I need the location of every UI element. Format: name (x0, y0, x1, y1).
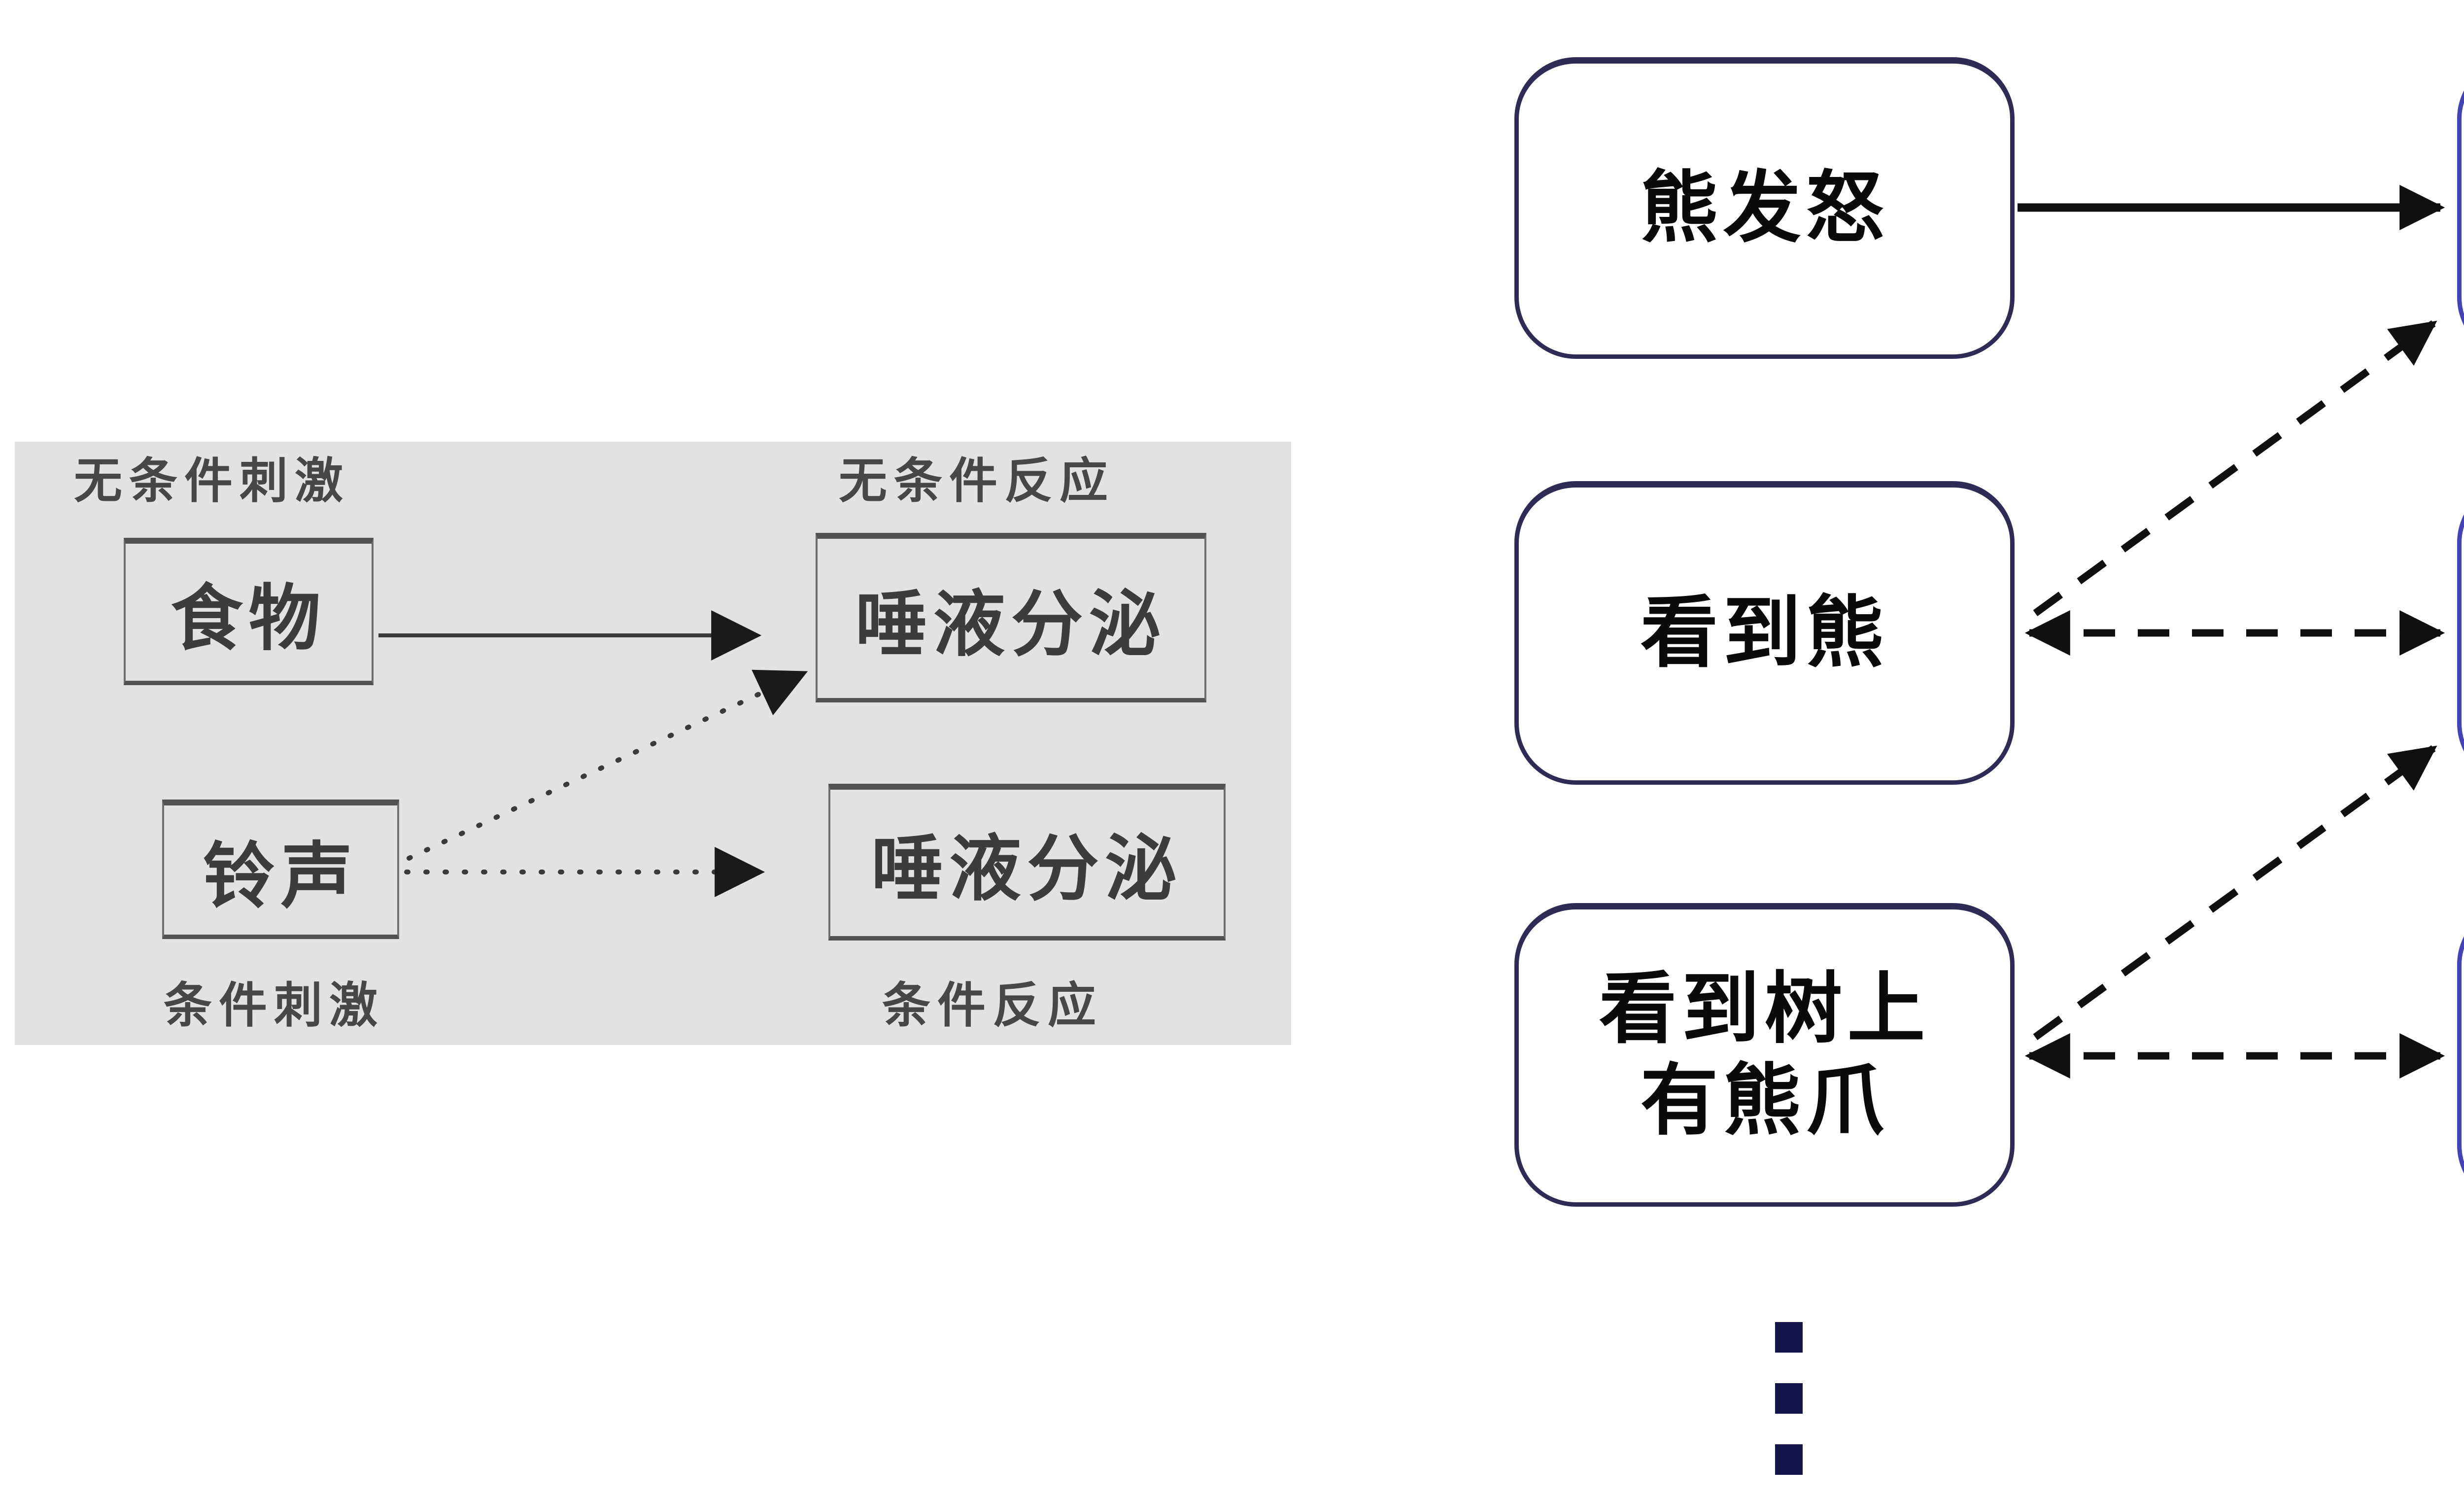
box-bell-label: 铃声 (203, 837, 359, 917)
box-salivation-top: 唾液分泌 (816, 533, 1206, 702)
state-box-see-claws: 看到树上 有熊爪 (1514, 903, 2015, 1207)
box-food-label: 食物 (171, 579, 327, 659)
ellipsis-states-column (1775, 1322, 1803, 1475)
classical-conditioning-panel: 无条件刺激 无条件反应 条件刺激 条件反应 食物 唾液分泌 铃声 唾液分泌 (15, 442, 1291, 1045)
state-box-see-claws-line2: 有熊爪 (1640, 1058, 1889, 1145)
label-unconditioned-stimulus: 无条件刺激 (74, 455, 350, 508)
value-box-v-next-state: V(s′) (2457, 481, 2464, 785)
dotted-arrow-bell-to-salivation-top (407, 669, 808, 861)
ellipsis-dot (1775, 1322, 1803, 1353)
value-box-v-state: V(s) (2457, 903, 2464, 1207)
state-box-see-bear-label: 看到熊 (1640, 590, 1889, 677)
dashed-arrow-see-claws-to-v-next (2033, 745, 2437, 1041)
value-box-reward: 奖励 (2457, 57, 2464, 359)
state-box-bear-rage: 熊发怒 (1514, 57, 2015, 359)
box-bell: 铃声 (162, 800, 399, 939)
panel-arrow-layer (378, 610, 808, 897)
ellipsis-dot (1775, 1383, 1803, 1414)
box-salivation-top-label: 唾液分泌 (855, 585, 1167, 665)
label-conditioned-response: 条件反应 (882, 979, 1103, 1033)
ellipsis-dot (1775, 1444, 1803, 1475)
state-box-bear-rage-label: 熊发怒 (1640, 165, 1889, 252)
box-salivation-bottom: 唾液分泌 (828, 784, 1226, 941)
label-unconditioned-response: 无条件反应 (839, 455, 1115, 508)
label-conditioned-stimulus: 条件刺激 (164, 979, 385, 1033)
state-box-see-claws-line1: 看到树上 (1599, 966, 1930, 1053)
box-salivation-bottom-label: 唾液分泌 (871, 830, 1183, 909)
state-box-see-bear: 看到熊 (1514, 481, 2015, 785)
box-food: 食物 (124, 538, 374, 685)
dashed-arrow-see-bear-to-reward (2033, 320, 2437, 617)
